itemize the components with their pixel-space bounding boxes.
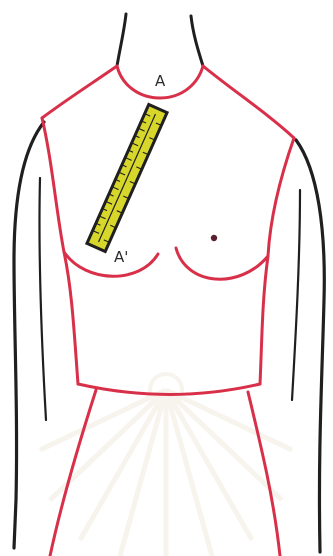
bust-point-marker bbox=[211, 235, 217, 241]
point-a-label: A bbox=[155, 72, 166, 90]
point-a-prime-label: A' bbox=[114, 248, 128, 266]
neck-left-outline bbox=[117, 14, 126, 66]
left-arm-inner-outline bbox=[39, 178, 46, 420]
right-arm-inner-outline bbox=[292, 190, 300, 400]
neck-right-outline bbox=[191, 16, 203, 66]
watermark-emblem bbox=[40, 374, 292, 556]
measuring-tape bbox=[87, 105, 167, 252]
